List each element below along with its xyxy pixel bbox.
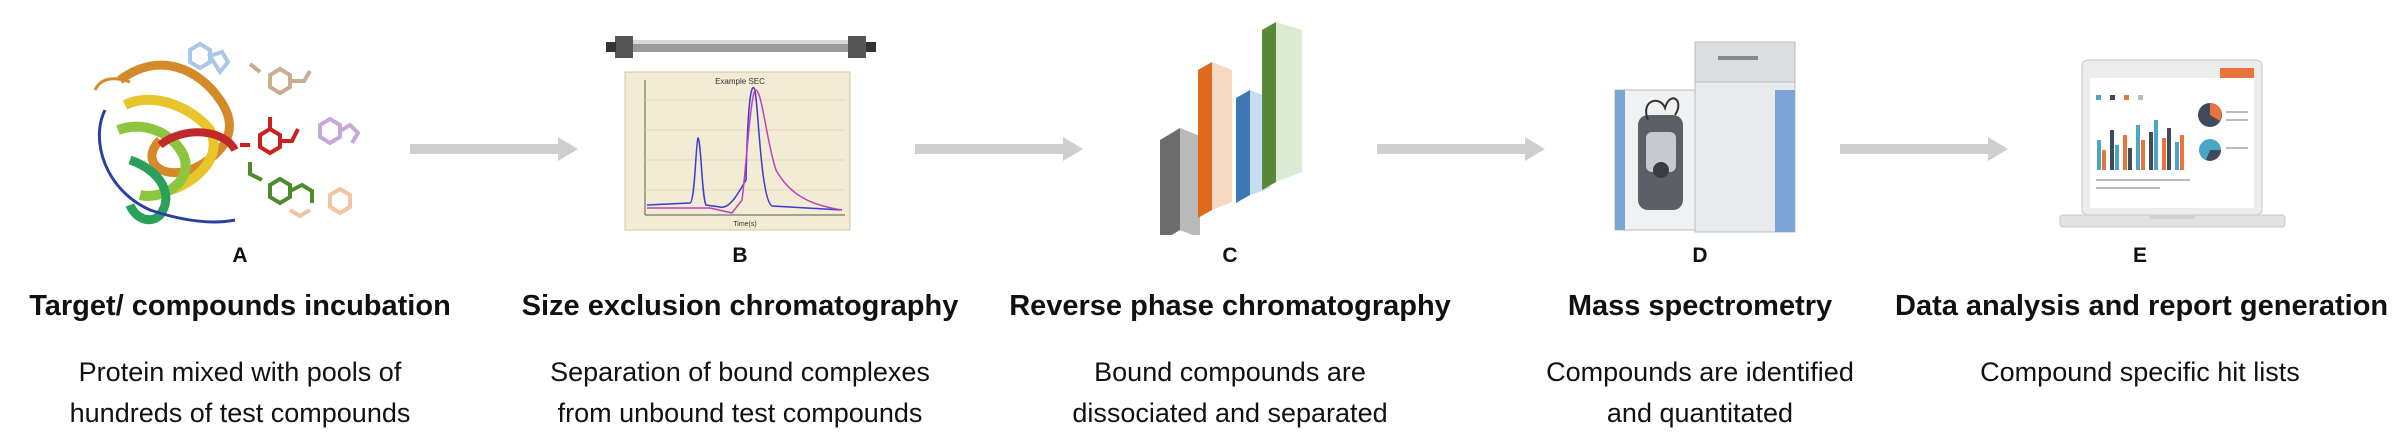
- stage-a-desc-line: Protein mixed with pools of: [78, 357, 402, 387]
- stage-c-desc-line: Bound compounds are: [1094, 357, 1366, 387]
- stage-b-desc-line: from unbound test compounds: [557, 398, 923, 428]
- flow-arrow-icon: [1840, 137, 2008, 161]
- flow-arrow-icon: [915, 137, 1083, 161]
- stage-c-description: Bound compounds are dissociated and sepa…: [1000, 352, 1460, 434]
- stage-c-title: Reverse phase chromatography: [1009, 290, 1451, 322]
- sec-chromatogram-icon: Example SEC Time(s): [606, 36, 876, 231]
- stage-e-letter: E: [2132, 244, 2147, 267]
- stage-a-letter: A: [232, 244, 248, 267]
- stage-e-description: Compound specific hit lists: [1895, 352, 2385, 393]
- stage-b-description: Separation of bound complexes from unbou…: [510, 352, 970, 434]
- stage-c-desc-line: dissociated and separated: [1072, 398, 1388, 428]
- laptop-report-icon: [2059, 59, 2286, 228]
- chart-label: Example SEC: [715, 77, 765, 86]
- flow-arrow-icon: [410, 137, 578, 161]
- flow-arrow-icon: [1377, 137, 1545, 161]
- stage-d-title: Mass spectrometry: [1567, 290, 1833, 322]
- stage-a: A Target/ compounds incubation Protein m…: [10, 0, 470, 440]
- stage-e: E Data analysis and report generation Co…: [1895, 0, 2390, 440]
- stage-d-letter: D: [1692, 244, 1708, 267]
- column-bars-icon: [1160, 22, 1302, 235]
- stage-c: C Reverse phase chromatography Bound com…: [1000, 0, 1460, 440]
- stage-d-desc-line: Compounds are identified: [1546, 357, 1854, 387]
- stage-a-title: Target/ compounds incubation: [29, 290, 451, 322]
- stage-a-description: Protein mixed with pools of hundreds of …: [10, 352, 470, 434]
- stage-a-desc-line: hundreds of test compounds: [69, 398, 411, 428]
- stage-e-title: Data analysis and report generation: [1895, 290, 2389, 322]
- axis-label: Time(s): [733, 221, 756, 228]
- stage-d-description: Compounds are identified and quantitated: [1470, 352, 1930, 434]
- stage-b-title: Size exclusion chromatography: [521, 290, 959, 322]
- stage-c-letter: C: [1222, 244, 1238, 267]
- stage-d: D Mass spectrometry Compounds are identi…: [1470, 0, 1930, 440]
- protein-compounds-icon: [93, 41, 361, 225]
- stage-b-desc-line: Separation of bound complexes: [550, 357, 930, 387]
- mass-spectrometer-icon: [1614, 41, 1796, 233]
- stage-b-letter: B: [732, 244, 748, 267]
- stage-d-desc-line: and quantitated: [1606, 398, 1794, 428]
- stage-e-desc-line: Compound specific hit lists: [1980, 357, 2300, 387]
- stage-b: Example SEC Time(s) B Size exclusion chr…: [510, 0, 970, 440]
